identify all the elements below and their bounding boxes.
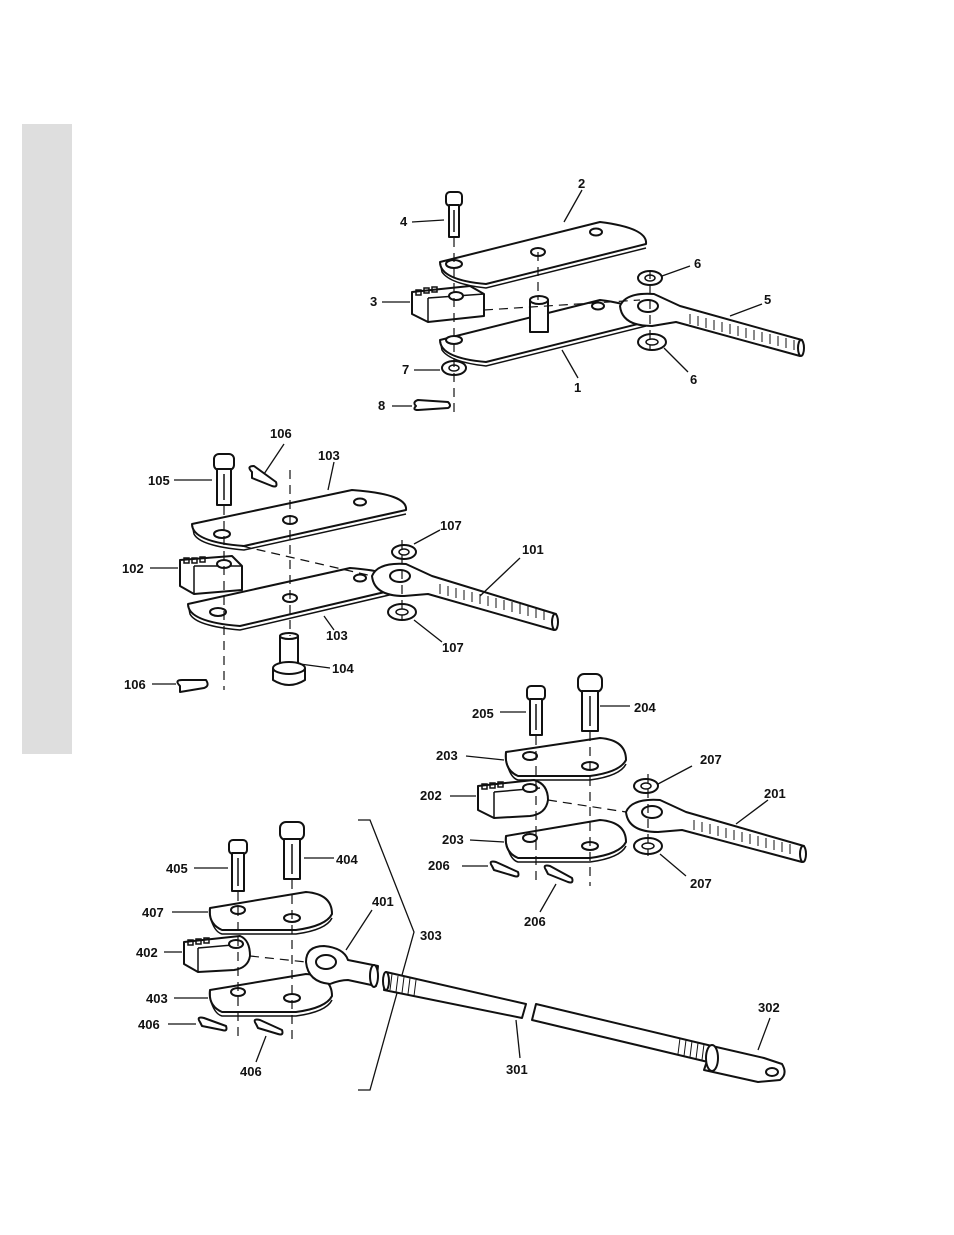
rod-301-left (383, 972, 526, 1018)
eye-end-401 (306, 946, 378, 987)
washer-6-lower (638, 334, 666, 350)
assembly-1 (382, 190, 804, 412)
assembly-200 (450, 674, 806, 912)
label-402: 402 (136, 945, 158, 960)
label-8: 8 (378, 398, 385, 413)
cotter-pin-206-right (545, 866, 573, 883)
label-204: 204 (634, 700, 656, 715)
label-107-upper: 107 (440, 518, 462, 533)
assembly-100 (150, 444, 558, 692)
label-207-upper: 207 (700, 752, 722, 767)
cotter-pin-106-upper (249, 466, 276, 487)
plate-upper-203 (506, 738, 626, 780)
label-3: 3 (370, 294, 377, 309)
plate-403 (210, 974, 332, 1016)
label-302: 302 (758, 1000, 780, 1015)
label-6-upper: 6 (694, 256, 701, 271)
strap-upper-2 (440, 222, 646, 288)
label-407: 407 (142, 905, 164, 920)
label-105: 105 (148, 473, 170, 488)
label-301: 301 (506, 1062, 528, 1077)
label-206-right: 206 (524, 914, 546, 929)
label-106-upper: 106 (270, 426, 292, 441)
plate-407 (210, 892, 332, 934)
pin-204 (578, 674, 602, 731)
label-405: 405 (166, 861, 188, 876)
label-205: 205 (472, 706, 494, 721)
label-403: 403 (146, 991, 168, 1006)
label-102: 102 (122, 561, 144, 576)
pin-405 (229, 840, 247, 891)
block-202 (478, 780, 548, 818)
label-4: 4 (400, 214, 408, 229)
cotter-pin-206-left (491, 862, 519, 877)
pin-205 (527, 686, 545, 735)
label-203-lower: 203 (442, 832, 464, 847)
label-406-left: 406 (138, 1017, 160, 1032)
label-401: 401 (372, 894, 394, 909)
cotter-pin-106-lower (177, 680, 207, 692)
cotter-pin-406-right (255, 1020, 283, 1035)
label-103-lower: 103 (326, 628, 348, 643)
label-2: 2 (578, 176, 585, 191)
pin-104 (273, 633, 305, 685)
block-102 (180, 556, 242, 594)
label-201: 201 (764, 786, 786, 801)
label-1: 1 (574, 380, 581, 395)
pin-105 (214, 454, 234, 505)
label-203-upper: 203 (436, 748, 458, 763)
rod-301-right (532, 1004, 712, 1062)
plate-lower-203 (506, 820, 626, 862)
label-107-lower: 107 (442, 640, 464, 655)
washer-207-upper (634, 779, 658, 793)
bushing (530, 296, 548, 332)
label-303: 303 (420, 928, 442, 943)
label-207-lower: 207 (690, 876, 712, 891)
label-101: 101 (522, 542, 544, 557)
label-5: 5 (764, 292, 771, 307)
pin-4 (446, 192, 462, 237)
bracket-303 (358, 820, 414, 1090)
label-103-upper: 103 (318, 448, 340, 463)
label-7: 7 (402, 362, 409, 377)
label-202: 202 (420, 788, 442, 803)
label-6-lower: 6 (690, 372, 697, 387)
cotter-pin-8 (414, 400, 450, 410)
label-406-right: 406 (240, 1064, 262, 1079)
block-402 (184, 936, 250, 972)
pin-404 (280, 822, 304, 879)
label-104: 104 (332, 661, 354, 676)
label-106-lower: 106 (124, 677, 146, 692)
assembly-300 (358, 820, 785, 1090)
label-206-left: 206 (428, 858, 450, 873)
block-3 (412, 286, 484, 322)
cotter-pin-406-left (199, 1018, 227, 1031)
washer-107-upper (392, 545, 416, 559)
label-404: 404 (336, 852, 358, 867)
end-fitting-302 (704, 1045, 785, 1082)
